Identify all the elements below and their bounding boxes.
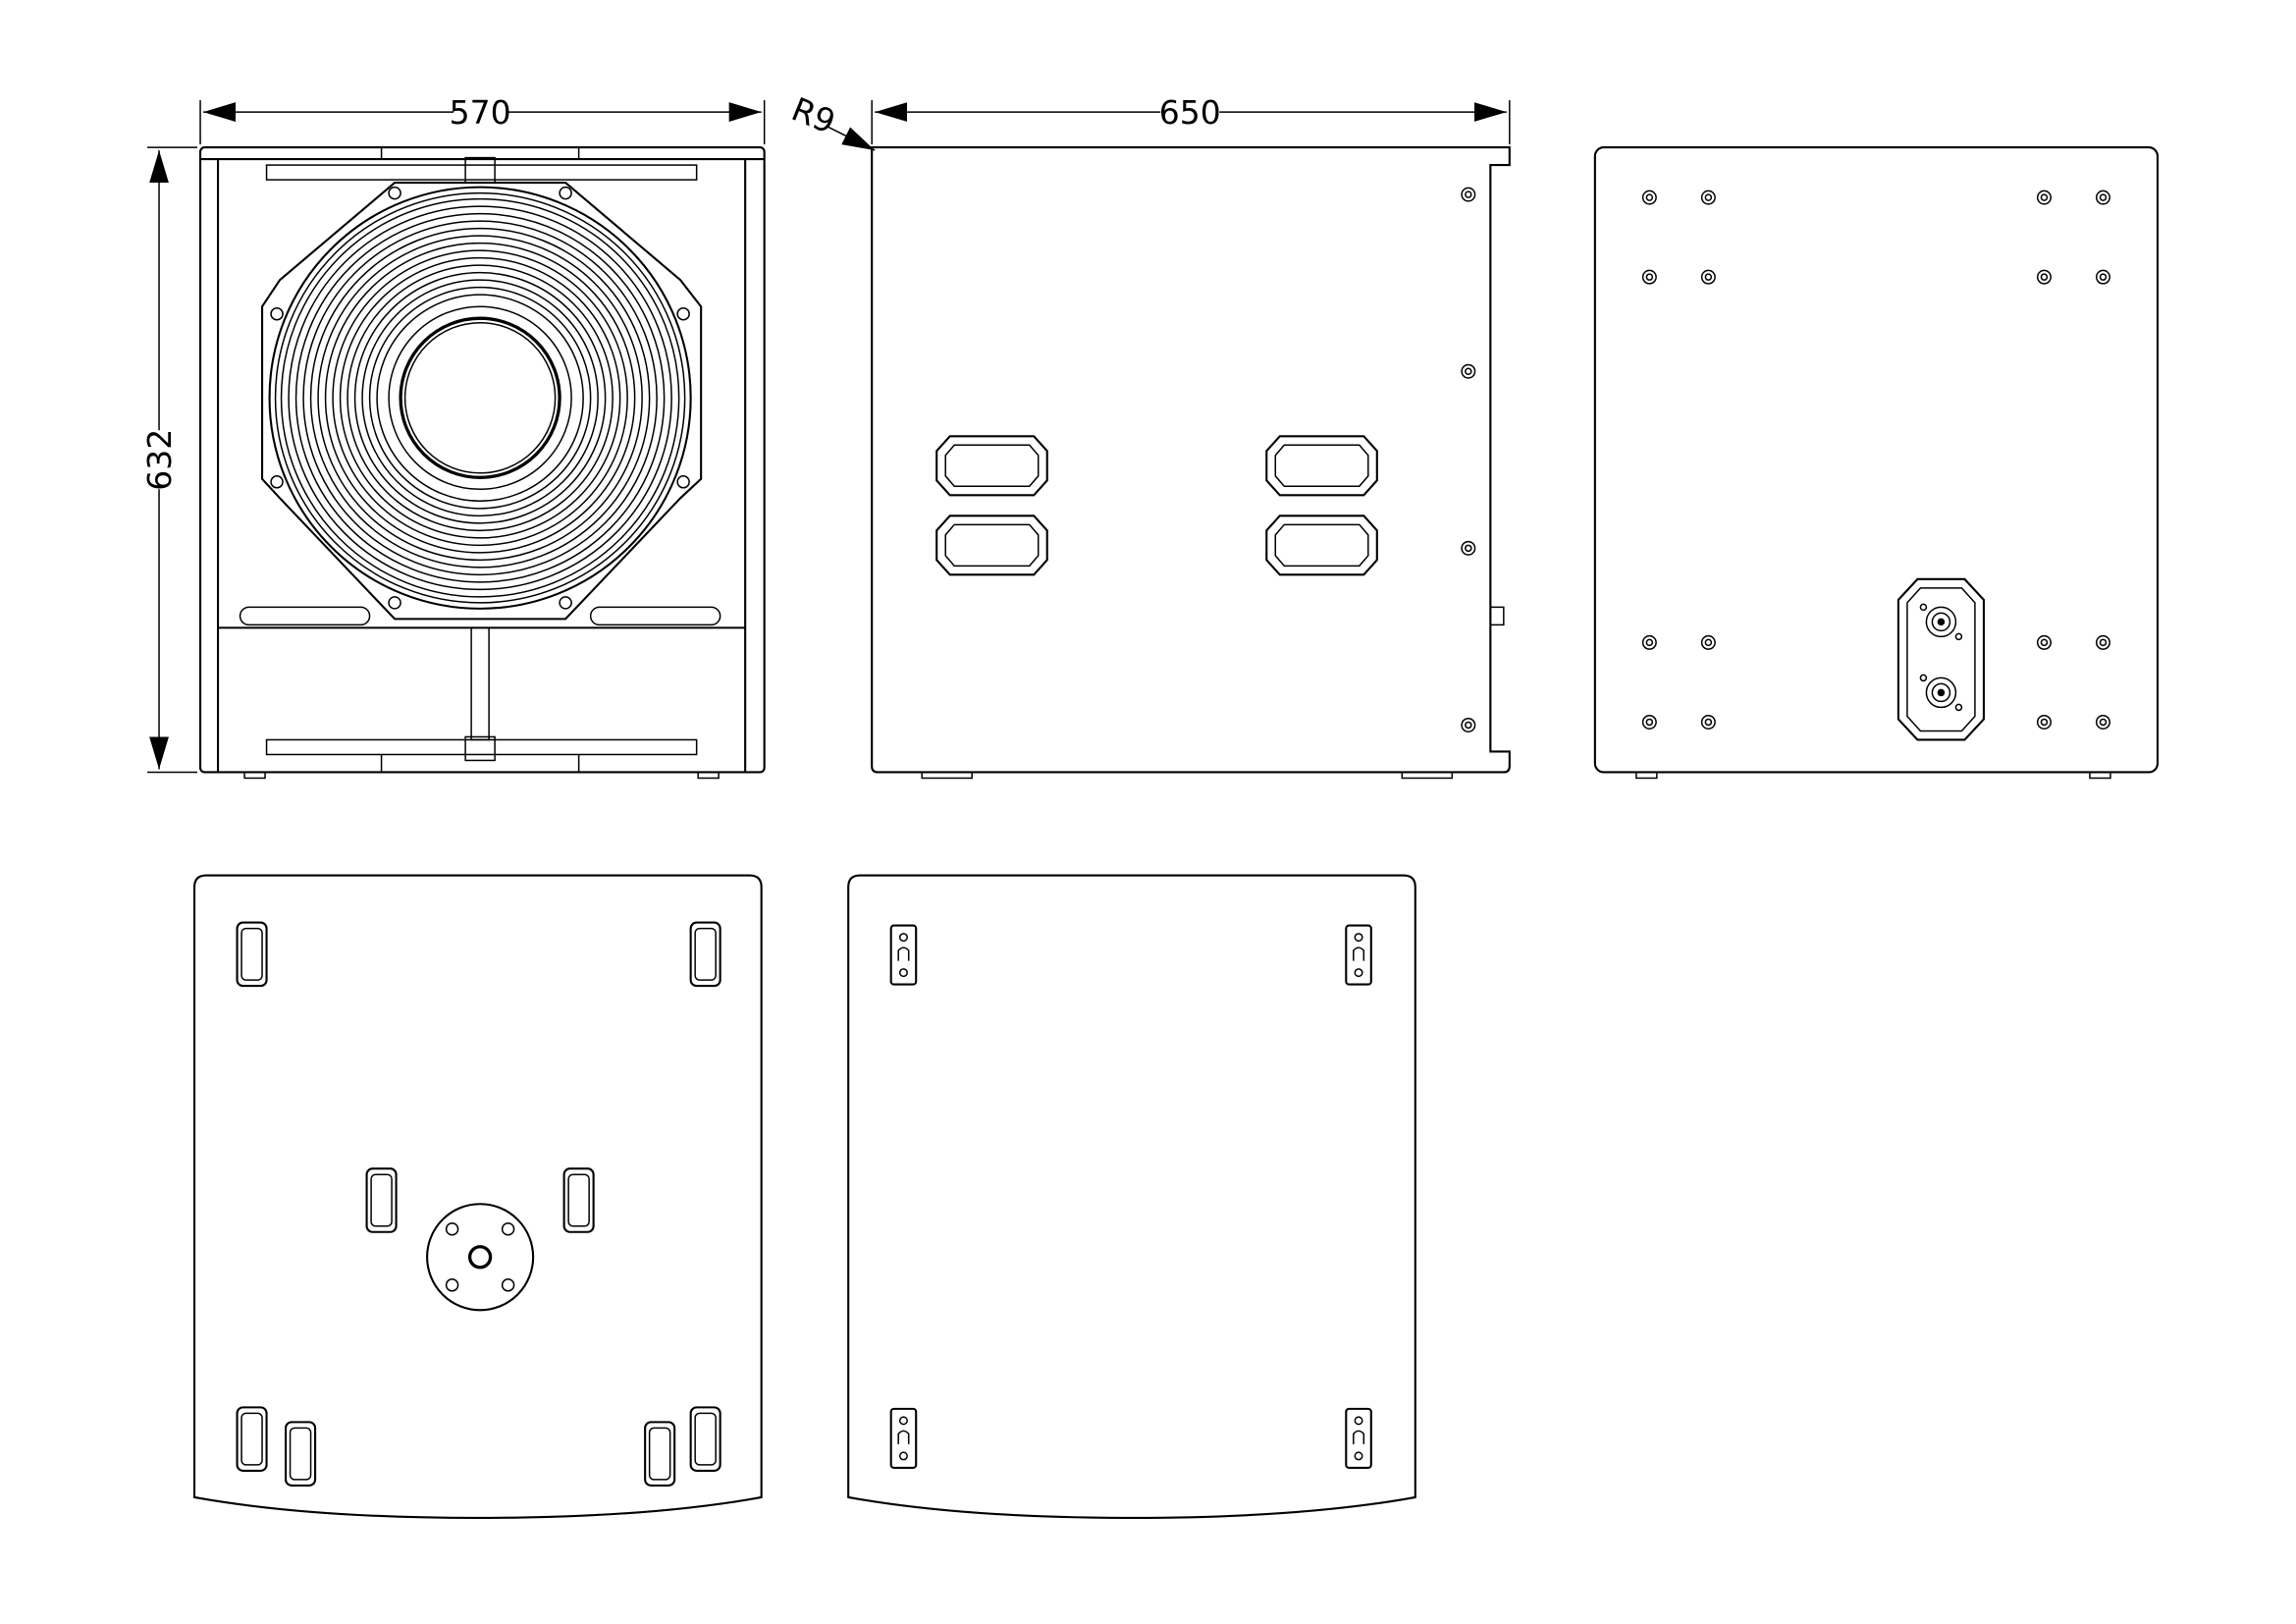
front-height-dimension: 632: [140, 429, 179, 491]
front-width-dimension: 570: [450, 93, 511, 132]
woofer-frame: [261, 182, 703, 621]
front-view: 570 632: [140, 93, 766, 780]
stacking-plates: [889, 924, 1372, 1469]
side-depth-dimension: 650: [1159, 93, 1221, 132]
woofer-mounting-tabs: [270, 186, 690, 610]
bottom-view: [847, 874, 1416, 1519]
side-view: 650 R9: [786, 89, 1511, 780]
connector-plate: [1896, 577, 1985, 741]
corner-radius-callout: R9: [786, 89, 840, 141]
woofer-cone: [268, 186, 692, 610]
rear-view: [1593, 146, 2160, 780]
top-view: [192, 874, 763, 1519]
pole-mount-flange: [426, 1203, 535, 1312]
side-screws: [1461, 187, 1476, 732]
side-handles: [935, 435, 1378, 576]
rear-rigging-points: [1641, 189, 2110, 730]
top-handle-slots: [236, 921, 721, 1487]
